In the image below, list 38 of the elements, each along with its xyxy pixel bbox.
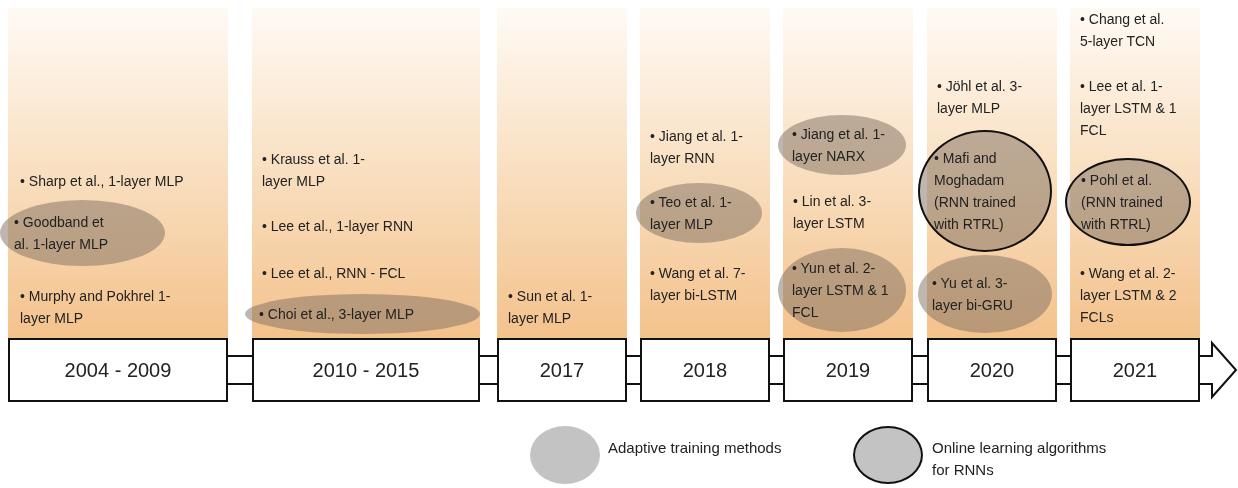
year-box: 2021 [1070, 338, 1200, 402]
study-entry: • Mafi and Moghadam (RNN trained with RTRL) [933, 149, 1017, 234]
study-entry: • Teo et al. 1-layer MLP [649, 193, 733, 234]
study-entry: • Krauss et al. 1-layer MLP [262, 150, 366, 191]
study-entry: • Yu et al. 3-layer bi-GRU [931, 274, 1014, 315]
legend-label: Online learning algorithms for RNNs [932, 438, 1108, 480]
year-box: 2010 - 2015 [252, 338, 480, 402]
study-entry: • Murphy and Pokhrel 1-layer MLP [20, 287, 172, 328]
year-box: 2020 [927, 338, 1057, 402]
timeline-connector [227, 355, 253, 385]
year-box: 2004 - 2009 [8, 338, 228, 402]
study-entry: • Sun et al. 1-layer MLP [508, 287, 594, 328]
study-entry: • Wang et al. 7-layer bi-LSTM [650, 264, 747, 305]
highlight-ellipse [245, 294, 480, 334]
year-box: 2019 [783, 338, 913, 402]
study-entry: • Lee et al., RNN - FCL [262, 264, 407, 283]
year-box: 2017 [497, 338, 627, 402]
timeline-connector [1056, 355, 1071, 385]
study-entry: • Yun et al. 2-layer LSTM & 1 FCL [791, 259, 890, 322]
timeline-connector [769, 355, 784, 385]
study-entry: • Jiang et al. 1-layer NARX [791, 125, 886, 166]
study-entry: • Pohl et al. (RNN trained with RTRL) [1080, 171, 1164, 234]
timeline-connector [626, 355, 641, 385]
study-entry: • Chang et al. 5-layer TCN [1080, 10, 1166, 51]
study-entry: • Lee et al., 1-layer RNN [262, 217, 415, 236]
study-entry: • Choi et al., 3-layer MLP [258, 305, 416, 324]
timeline-connector [479, 355, 498, 385]
study-entry: • Lin et al. 3-layer LSTM [793, 192, 873, 233]
legend-label: Adaptive training methods [608, 438, 783, 458]
timeline-connector [912, 355, 928, 385]
study-entry: • Goodband et al. 1-layer MLP [13, 213, 110, 254]
timeline-arrow [1199, 340, 1238, 400]
study-entry: • Sharp et al., 1-layer MLP [20, 172, 185, 191]
study-entry: • Lee et al. 1-layer LSTM & 1 FCL [1080, 77, 1178, 140]
year-box: 2018 [640, 338, 770, 402]
study-entry: • Jöhl et al. 3-layer MLP [937, 77, 1024, 118]
study-entry: • Wang et al. 2-layer LSTM & 2 FCLs [1080, 264, 1178, 327]
study-entry: • Jiang et al. 1-layer RNN [650, 127, 744, 168]
